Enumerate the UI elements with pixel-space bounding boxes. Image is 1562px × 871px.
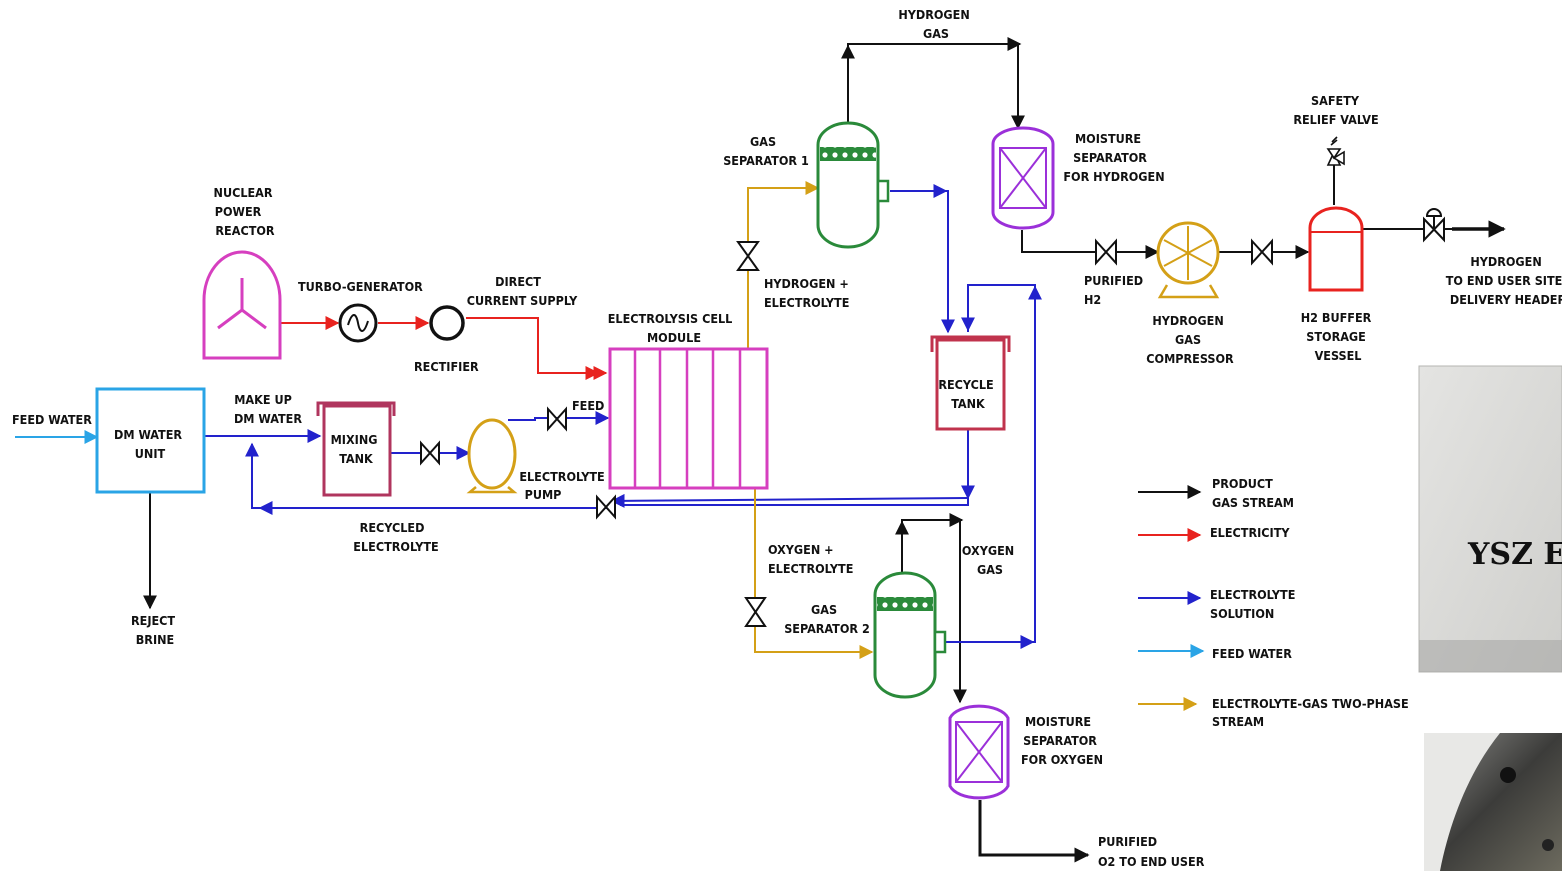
label-hydrogen-gas-compressor: HYDROGEN GAS COMPRESSOR bbox=[1146, 313, 1234, 366]
legend-item-product-gas: PRODUCT GAS STREAM bbox=[1138, 476, 1294, 510]
svg-text:FEED WATER: FEED WATER bbox=[1212, 646, 1292, 661]
label-safety-relief-valve: SAFETY RELIEF VALVE bbox=[1293, 93, 1378, 127]
moisture-separator-o2[interactable] bbox=[950, 706, 1008, 798]
gas-separator-1[interactable] bbox=[818, 123, 888, 247]
electrolyte-pump-icon[interactable] bbox=[469, 420, 515, 492]
labels: FEED WATER DM WATER UNIT REJECT BRINE MA… bbox=[12, 7, 1562, 869]
label-electrolysis-cell-module: ELECTROLYSIS CELL MODULE bbox=[608, 311, 737, 345]
turbo-generator-icon[interactable] bbox=[340, 305, 376, 341]
label-purified-o2: PURIFIED O2 TO END USER bbox=[1098, 834, 1205, 869]
label-nuclear-power-reactor: NUCLEAR POWER REACTOR bbox=[214, 185, 277, 238]
label-oxygen-electrolyte: OXYGEN + ELECTROLYTE bbox=[768, 542, 853, 576]
label-hydrogen-gas: HYDROGEN GAS bbox=[898, 7, 973, 41]
hydrogen-compressor-icon[interactable] bbox=[1158, 223, 1218, 297]
legend-item-feed-water: FEED WATER bbox=[1138, 646, 1292, 661]
svg-text:PRODUCT GAS STREAM: PRODUCT GAS STREAM bbox=[1212, 476, 1294, 510]
label-direct-current-supply: DIRECT CURRENT SUPPLY bbox=[467, 274, 578, 308]
feed-valve-icon[interactable] bbox=[548, 409, 566, 429]
h2-buffer-vessel[interactable] bbox=[1310, 208, 1362, 290]
label-recycled-electrolyte: RECYCLED ELECTROLYTE bbox=[353, 520, 438, 554]
mixing-tank[interactable] bbox=[318, 403, 394, 495]
label-electrolyte-pump: ELECTROLYTE PUMP bbox=[519, 469, 608, 502]
label-turbo-generator: TURBO-GENERATOR bbox=[298, 279, 423, 294]
o2-electrolyte-valve-icon[interactable] bbox=[746, 598, 765, 626]
purified-h2-valve-icon[interactable] bbox=[1096, 241, 1116, 263]
compressor-outlet-valve-icon[interactable] bbox=[1252, 241, 1272, 263]
label-gas-separator-1: GAS SEPARATOR 1 bbox=[723, 134, 809, 168]
label-make-up-dm-water: MAKE UP DM WATER bbox=[234, 392, 302, 426]
svg-text:ELECTROLYTE-GAS TWO-PHASE: ELECTROLYTE-GAS TWO-PHASE STREAM bbox=[1212, 696, 1413, 729]
sep1-electrolyte-line bbox=[890, 191, 948, 332]
label-feed-water: FEED WATER bbox=[12, 412, 92, 427]
rectifier-icon[interactable] bbox=[431, 307, 463, 339]
hydrogen-gas-line bbox=[848, 44, 1018, 128]
moisture-separator-h2[interactable] bbox=[993, 128, 1053, 228]
gas-separator-2[interactable] bbox=[875, 573, 945, 697]
label-rectifier: RECTIFIER bbox=[414, 359, 479, 374]
legend-item-electrolyte: ELECTROLYTE SOLUTION bbox=[1138, 587, 1299, 621]
h2-electrolyte-line bbox=[748, 188, 818, 348]
label-feed: FEED bbox=[572, 398, 604, 413]
label-reject-brine: REJECT BRINE bbox=[131, 613, 179, 647]
svg-text:ELECTRICITY: ELECTRICITY bbox=[1210, 525, 1290, 540]
nuclear-reactor-icon[interactable] bbox=[204, 252, 280, 358]
photo-fragment-top: YSZ E bbox=[1419, 366, 1562, 672]
photo-caption: YSZ E bbox=[1467, 537, 1562, 572]
h2-electrolyte-valve-icon[interactable] bbox=[738, 242, 758, 270]
safety-relief-valve-icon[interactable] bbox=[1328, 137, 1344, 165]
label-gas-separator-2: GAS SEPARATOR 2 bbox=[784, 602, 870, 636]
label-oxygen-gas: OXYGEN GAS bbox=[962, 543, 1018, 577]
legend: PRODUCT GAS STREAM ELECTRICITY ELECTROLY… bbox=[1138, 476, 1413, 729]
dc-supply-line bbox=[466, 318, 598, 373]
label-hydrogen-to-end-user: HYDROGEN TO END USER SITE DELIVERY HEADE… bbox=[1446, 254, 1562, 307]
photo-fragment-bottom bbox=[1424, 733, 1562, 871]
purified-o2-line bbox=[980, 800, 1088, 855]
purified-h2-line bbox=[1022, 230, 1158, 252]
legend-item-electricity: ELECTRICITY bbox=[1138, 525, 1290, 540]
label-hydrogen-electrolyte: HYDROGEN + ELECTROLYTE bbox=[764, 276, 853, 310]
label-h2-buffer-storage-vessel: H2 BUFFER STORAGE VESSEL bbox=[1301, 310, 1376, 363]
electrolysis-cell-module[interactable] bbox=[610, 349, 767, 488]
label-moisture-separator-o2: MOISTURE SEPARATOR FOR OXYGEN bbox=[1021, 714, 1103, 767]
legend-item-two-phase: ELECTROLYTE-GAS TWO-PHASE STREAM bbox=[1138, 696, 1413, 729]
label-purified-h2: PURIFIED H2 bbox=[1084, 273, 1147, 307]
recycle-valve-icon[interactable] bbox=[597, 497, 615, 517]
mixing-valve-icon[interactable] bbox=[421, 443, 439, 463]
label-moisture-separator-h2: MOISTURE SEPARATOR FOR HYDROGEN bbox=[1063, 131, 1164, 184]
svg-text:ELECTROLYTE SOLUTION: ELECTROLYTE SOLUTION bbox=[1210, 587, 1299, 621]
